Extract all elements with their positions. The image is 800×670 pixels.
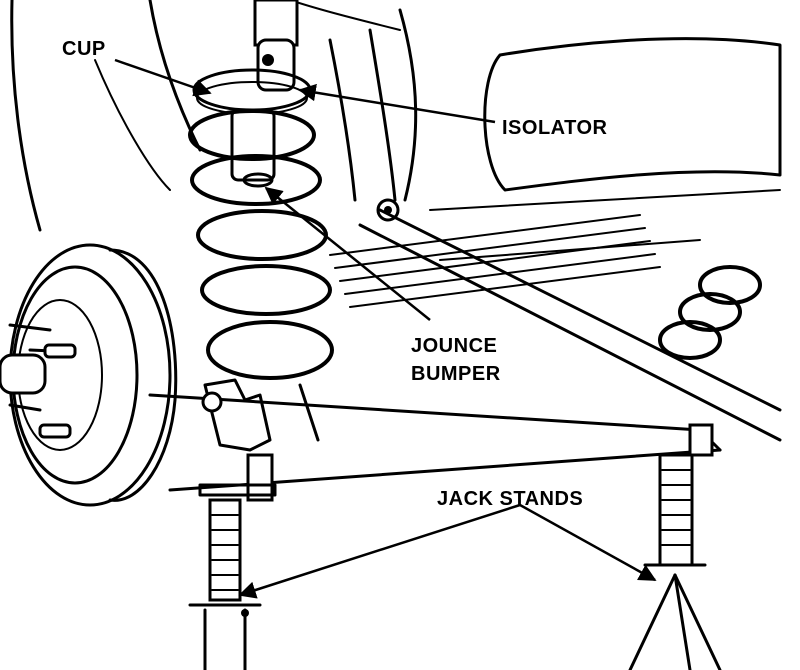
tank-ribbing	[329, 214, 661, 308]
label-bumper: BUMPER	[411, 363, 501, 385]
fuel-tank	[429, 37, 782, 261]
track-bar	[358, 208, 782, 442]
label-jack-stands: JACK STANDS	[437, 488, 583, 510]
axle-housing	[148, 393, 722, 492]
body-wheelwell	[10, 0, 401, 232]
track-bar-mount	[328, 8, 418, 222]
label-jounce: JOUNCE	[411, 335, 497, 357]
spring-seat-bracket	[201, 378, 320, 452]
label-cup: CUP	[62, 38, 106, 60]
label-isolator: ISOLATOR	[502, 117, 608, 139]
coil-spring	[188, 109, 334, 380]
wheel-studs	[0, 323, 77, 439]
jack-stand-left	[188, 453, 277, 670]
spare-spring	[658, 265, 762, 360]
leader-lines	[114, 58, 657, 599]
spring-cup	[192, 68, 312, 115]
jack-stand-right	[628, 423, 722, 670]
jounce-bumper	[230, 108, 276, 188]
shock-absorber	[253, 0, 299, 92]
